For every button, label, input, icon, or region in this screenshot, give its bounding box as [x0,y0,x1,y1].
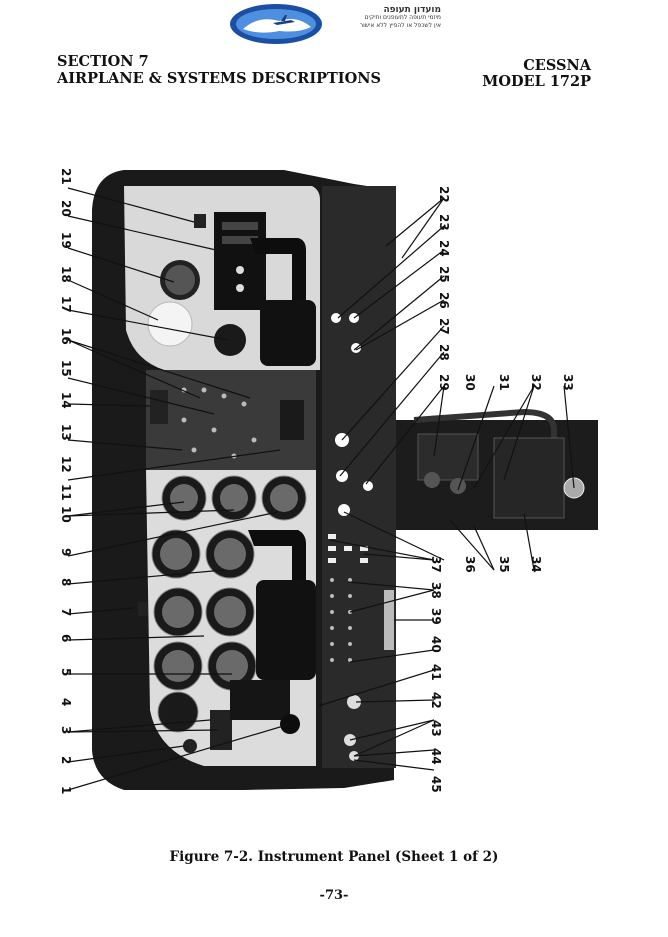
model-name: MODEL 172P [482,73,591,90]
callout-20: 20 [59,200,73,217]
callout-25: 25 [437,266,451,283]
callout-26: 26 [437,292,451,309]
callout-2: 2 [59,756,73,764]
logo-line-3: אין לשכפל או להפיץ ללא אישור [359,22,441,29]
callout-29: 29 [437,374,451,391]
callout-15: 15 [59,360,73,377]
callout-38: 38 [429,582,443,599]
callout-24: 24 [437,240,451,257]
callout-42: 42 [429,692,443,709]
figure-caption: Figure 7-2. Instrument Panel (Sheet 1 of… [169,849,499,865]
callout-11: 11 [59,484,73,501]
callout-8: 8 [59,578,73,586]
callout-10: 10 [59,506,73,523]
callout-28: 28 [437,344,451,361]
callout-5: 5 [59,668,73,676]
callout-1: 1 [59,786,73,794]
callout-14: 14 [59,392,73,409]
callout-6: 6 [59,634,73,642]
callout-43: 43 [429,720,443,737]
model-header: CESSNA MODEL 172P [482,58,591,90]
callout-12: 12 [59,456,73,473]
callout-19: 19 [59,232,73,249]
callout-22: 22 [437,186,451,203]
instrument-panel-figure: 21 20 19 18 17 16 15 14 13 12 11 10 9 8 … [59,168,598,794]
callout-21: 21 [59,168,73,185]
flight-club-logo [230,4,322,44]
callout-27: 27 [437,318,451,335]
section-title: AIRPLANE & SYSTEMS DESCRIPTIONS [57,70,381,87]
section-header: SECTION 7 AIRPLANE & SYSTEMS DESCRIPTION… [57,53,381,87]
callout-4: 4 [59,698,73,706]
logo-line-1: מועדון תעופה [383,5,441,15]
callout-45: 45 [429,776,443,793]
callout-9: 9 [59,548,73,556]
callout-13: 13 [59,424,73,441]
logo-line-2: מיזמי תעופה לתעופנים ותיקים [364,14,441,21]
callout-37: 37 [429,556,443,573]
page-number: -73- [319,888,349,903]
section-number: SECTION 7 [57,53,149,70]
manufacturer: CESSNA [523,57,591,74]
callout-16: 16 [59,328,73,345]
callout-30: 30 [463,374,477,391]
callout-18: 18 [59,266,73,283]
callout-40: 40 [429,636,443,653]
callout-17: 17 [59,296,73,313]
callout-36: 36 [463,556,477,573]
callout-23: 23 [437,214,451,231]
callout-39: 39 [429,608,443,625]
logo-caption: מועדון תעופה מיזמי תעופה לתעופנים ותיקים… [323,6,441,30]
callout-31: 31 [497,374,511,391]
callout-44: 44 [429,748,443,765]
callout-32: 32 [529,374,543,391]
callout-41: 41 [429,664,443,681]
callout-33: 33 [561,374,575,391]
callout-34: 34 [529,556,543,573]
callout-7: 7 [59,608,73,616]
callout-35: 35 [497,556,511,573]
callout-3: 3 [59,726,73,734]
